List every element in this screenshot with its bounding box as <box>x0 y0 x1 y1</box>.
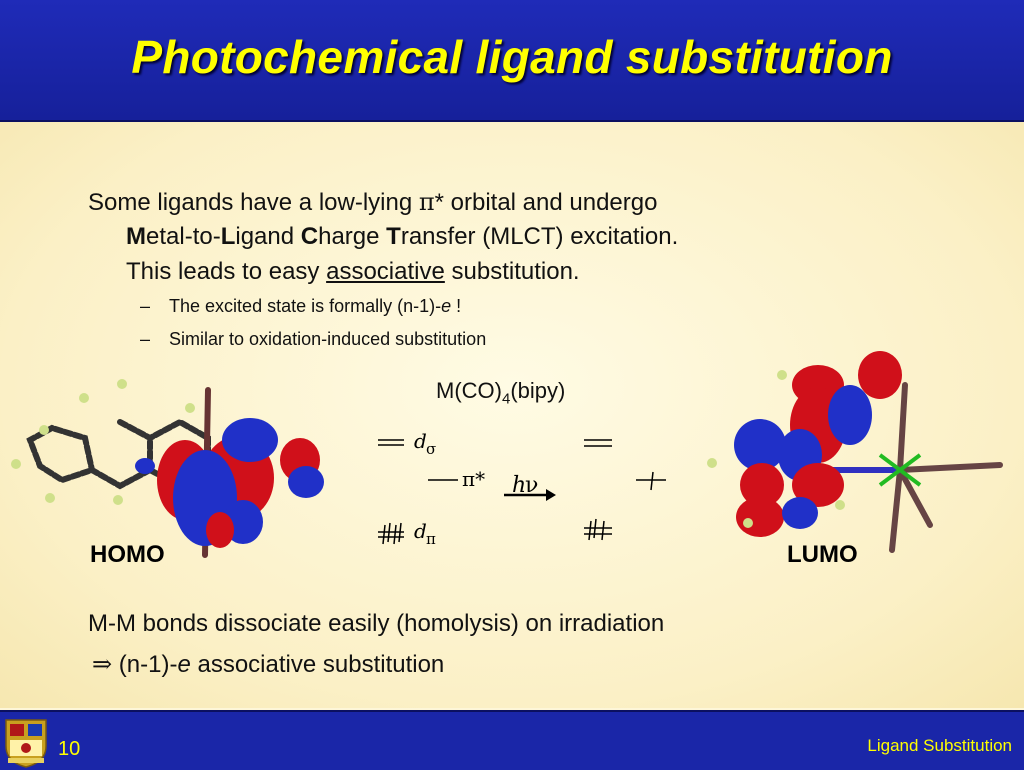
intro-line-3: This leads to easy associative substitut… <box>126 258 580 286</box>
pi-symbol: π <box>418 188 435 216</box>
bullet-1-text: The excited state is formally (n-1)- <box>169 296 442 316</box>
intro-line-1-b: * orbital and undergo <box>434 189 658 216</box>
intro-line-3-a: This leads to easy <box>126 258 327 285</box>
bullet-2: – Similar to oxidation-induced substitut… <box>140 329 486 350</box>
complex-formula: M(CO)4(bipy) <box>436 378 565 407</box>
mlct-c: C <box>300 223 319 250</box>
lumo-h-atoms <box>707 370 845 528</box>
mlct-l: L <box>220 223 236 250</box>
intro-line-1: Some ligands have a low-lying π* orbital… <box>88 188 657 217</box>
bottom-line-2-e: e <box>177 651 191 678</box>
homo-label: HOMO <box>90 541 165 568</box>
mlct-ransfer: ransfer (MLCT) excitation. <box>400 223 679 250</box>
d-sigma-sub: σ <box>426 440 436 458</box>
bullet-1: – The excited state is formally (n-1)-e … <box>140 296 461 317</box>
mlct-m: M <box>126 223 146 250</box>
excited-state-levels <box>584 439 666 541</box>
complex-formula-a: M(CO) <box>436 378 502 403</box>
bullet-dash: – <box>140 329 151 349</box>
d-pi-sub: π <box>426 530 436 548</box>
page-number: 10 <box>58 738 81 760</box>
excitation-arrow <box>504 489 556 501</box>
complex-formula-b: (bipy) <box>510 378 566 403</box>
complex-formula-sub: 4 <box>501 390 511 408</box>
intro-line-2: Metal-to-Ligand Charge Transfer (MLCT) e… <box>126 223 678 251</box>
lumo-frame <box>827 382 1003 553</box>
lumo-molecule-image <box>707 351 1003 553</box>
bottom-line-2-a: (n-1)- <box>112 651 178 678</box>
bullet-dash: – <box>140 296 151 316</box>
mlct-t: T <box>386 223 401 250</box>
pi-star-label: π* <box>462 467 485 491</box>
bottom-line-1: M-M bonds dissociate easily (homolysis) … <box>88 610 665 637</box>
homo-molecule-image <box>11 379 324 558</box>
lumo-metal <box>878 453 922 487</box>
intro-line-3-b: substitution. <box>444 258 580 285</box>
d-sigma-label: d <box>414 429 427 453</box>
bullet-2-text: Similar to oxidation-induced substitutio… <box>169 329 487 349</box>
mlct-harge: harge <box>318 223 387 250</box>
university-crest-logo <box>5 719 47 768</box>
mlct-igand: igand <box>235 223 301 250</box>
footer-bar: 10 Ligand Substitution <box>0 710 1024 770</box>
slide-title: Photochemical ligand substitution <box>131 31 893 83</box>
nu-label: ν <box>525 473 538 498</box>
title-bar: Photochemical ligand substitution <box>0 0 1024 122</box>
bullet-1-end: ! <box>451 296 462 316</box>
energy-level-diagram: d σ π* h ν d π <box>378 429 666 548</box>
h-label: h <box>512 473 526 498</box>
homo-orbital-lobes <box>135 418 324 548</box>
ground-state-levels <box>378 439 458 545</box>
bottom-line-2-b: associative substitution <box>190 651 445 678</box>
bottom-line-2: ⇒ (n-1)-e associative substitution <box>92 650 444 679</box>
implies-arrow: ⇒ <box>92 650 113 678</box>
bullet-1-e: e <box>441 296 452 316</box>
lumo-orbital-lobes <box>734 351 902 537</box>
footer-title: Ligand Substitution <box>867 736 1012 755</box>
mlct-etal: etal-to- <box>146 223 221 250</box>
lumo-label: LUMO <box>787 541 858 568</box>
homo-h-atoms <box>11 379 195 505</box>
intro-line-1-a: Some ligands have a low-lying <box>88 189 419 216</box>
associative-word: associative <box>326 258 445 285</box>
d-pi-label: d <box>414 519 427 543</box>
